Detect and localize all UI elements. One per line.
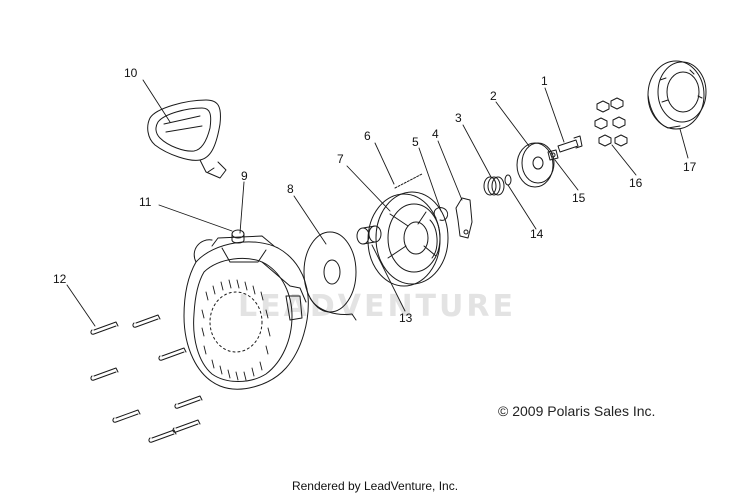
callout-labels: 1 2 3 4 5 6 7 8 9 10 11 12 13 14 15 16 1… xyxy=(53,66,697,325)
callout-7: 7 xyxy=(337,152,344,166)
footer-text: Rendered by LeadVenture, Inc. xyxy=(291,479,459,493)
callout-4: 4 xyxy=(432,127,439,141)
callout-3: 3 xyxy=(455,111,462,125)
callout-14: 14 xyxy=(530,227,544,241)
part-nut[interactable] xyxy=(547,149,559,161)
part-rope[interactable] xyxy=(394,173,423,189)
callout-9: 9 xyxy=(241,169,248,183)
watermark: LEADVENTURE xyxy=(238,289,516,324)
callout-15: 15 xyxy=(572,191,586,205)
part-pulley[interactable] xyxy=(367,191,449,287)
copyright-text: © 2009 Polaris Sales Inc. xyxy=(498,403,656,419)
part-recoil-housing[interactable] xyxy=(183,235,309,390)
callout-12: 12 xyxy=(53,272,67,286)
part-nuts[interactable] xyxy=(594,97,628,147)
callout-5: 5 xyxy=(412,135,419,149)
part-washer[interactable] xyxy=(504,174,512,186)
callout-10: 10 xyxy=(124,66,138,80)
callout-17: 17 xyxy=(683,160,697,174)
callout-6: 6 xyxy=(364,129,371,143)
callout-13: 13 xyxy=(399,311,413,325)
callout-1: 1 xyxy=(541,74,548,88)
part-screws[interactable] xyxy=(90,314,203,443)
callout-8: 8 xyxy=(287,182,294,196)
callout-2: 2 xyxy=(490,89,497,103)
part-pawl[interactable] xyxy=(455,197,473,239)
part-friction-plate[interactable] xyxy=(516,142,555,188)
leader-lines xyxy=(66,79,689,327)
callout-16: 16 xyxy=(629,176,643,190)
callout-11: 11 xyxy=(139,195,152,209)
part-spring[interactable] xyxy=(483,176,505,196)
part-bolt[interactable] xyxy=(557,135,583,153)
part-starter-handle[interactable] xyxy=(147,99,227,179)
part-spring-plate[interactable] xyxy=(303,231,357,321)
part-starter-cup[interactable] xyxy=(647,60,707,130)
part-clip[interactable] xyxy=(433,207,449,221)
